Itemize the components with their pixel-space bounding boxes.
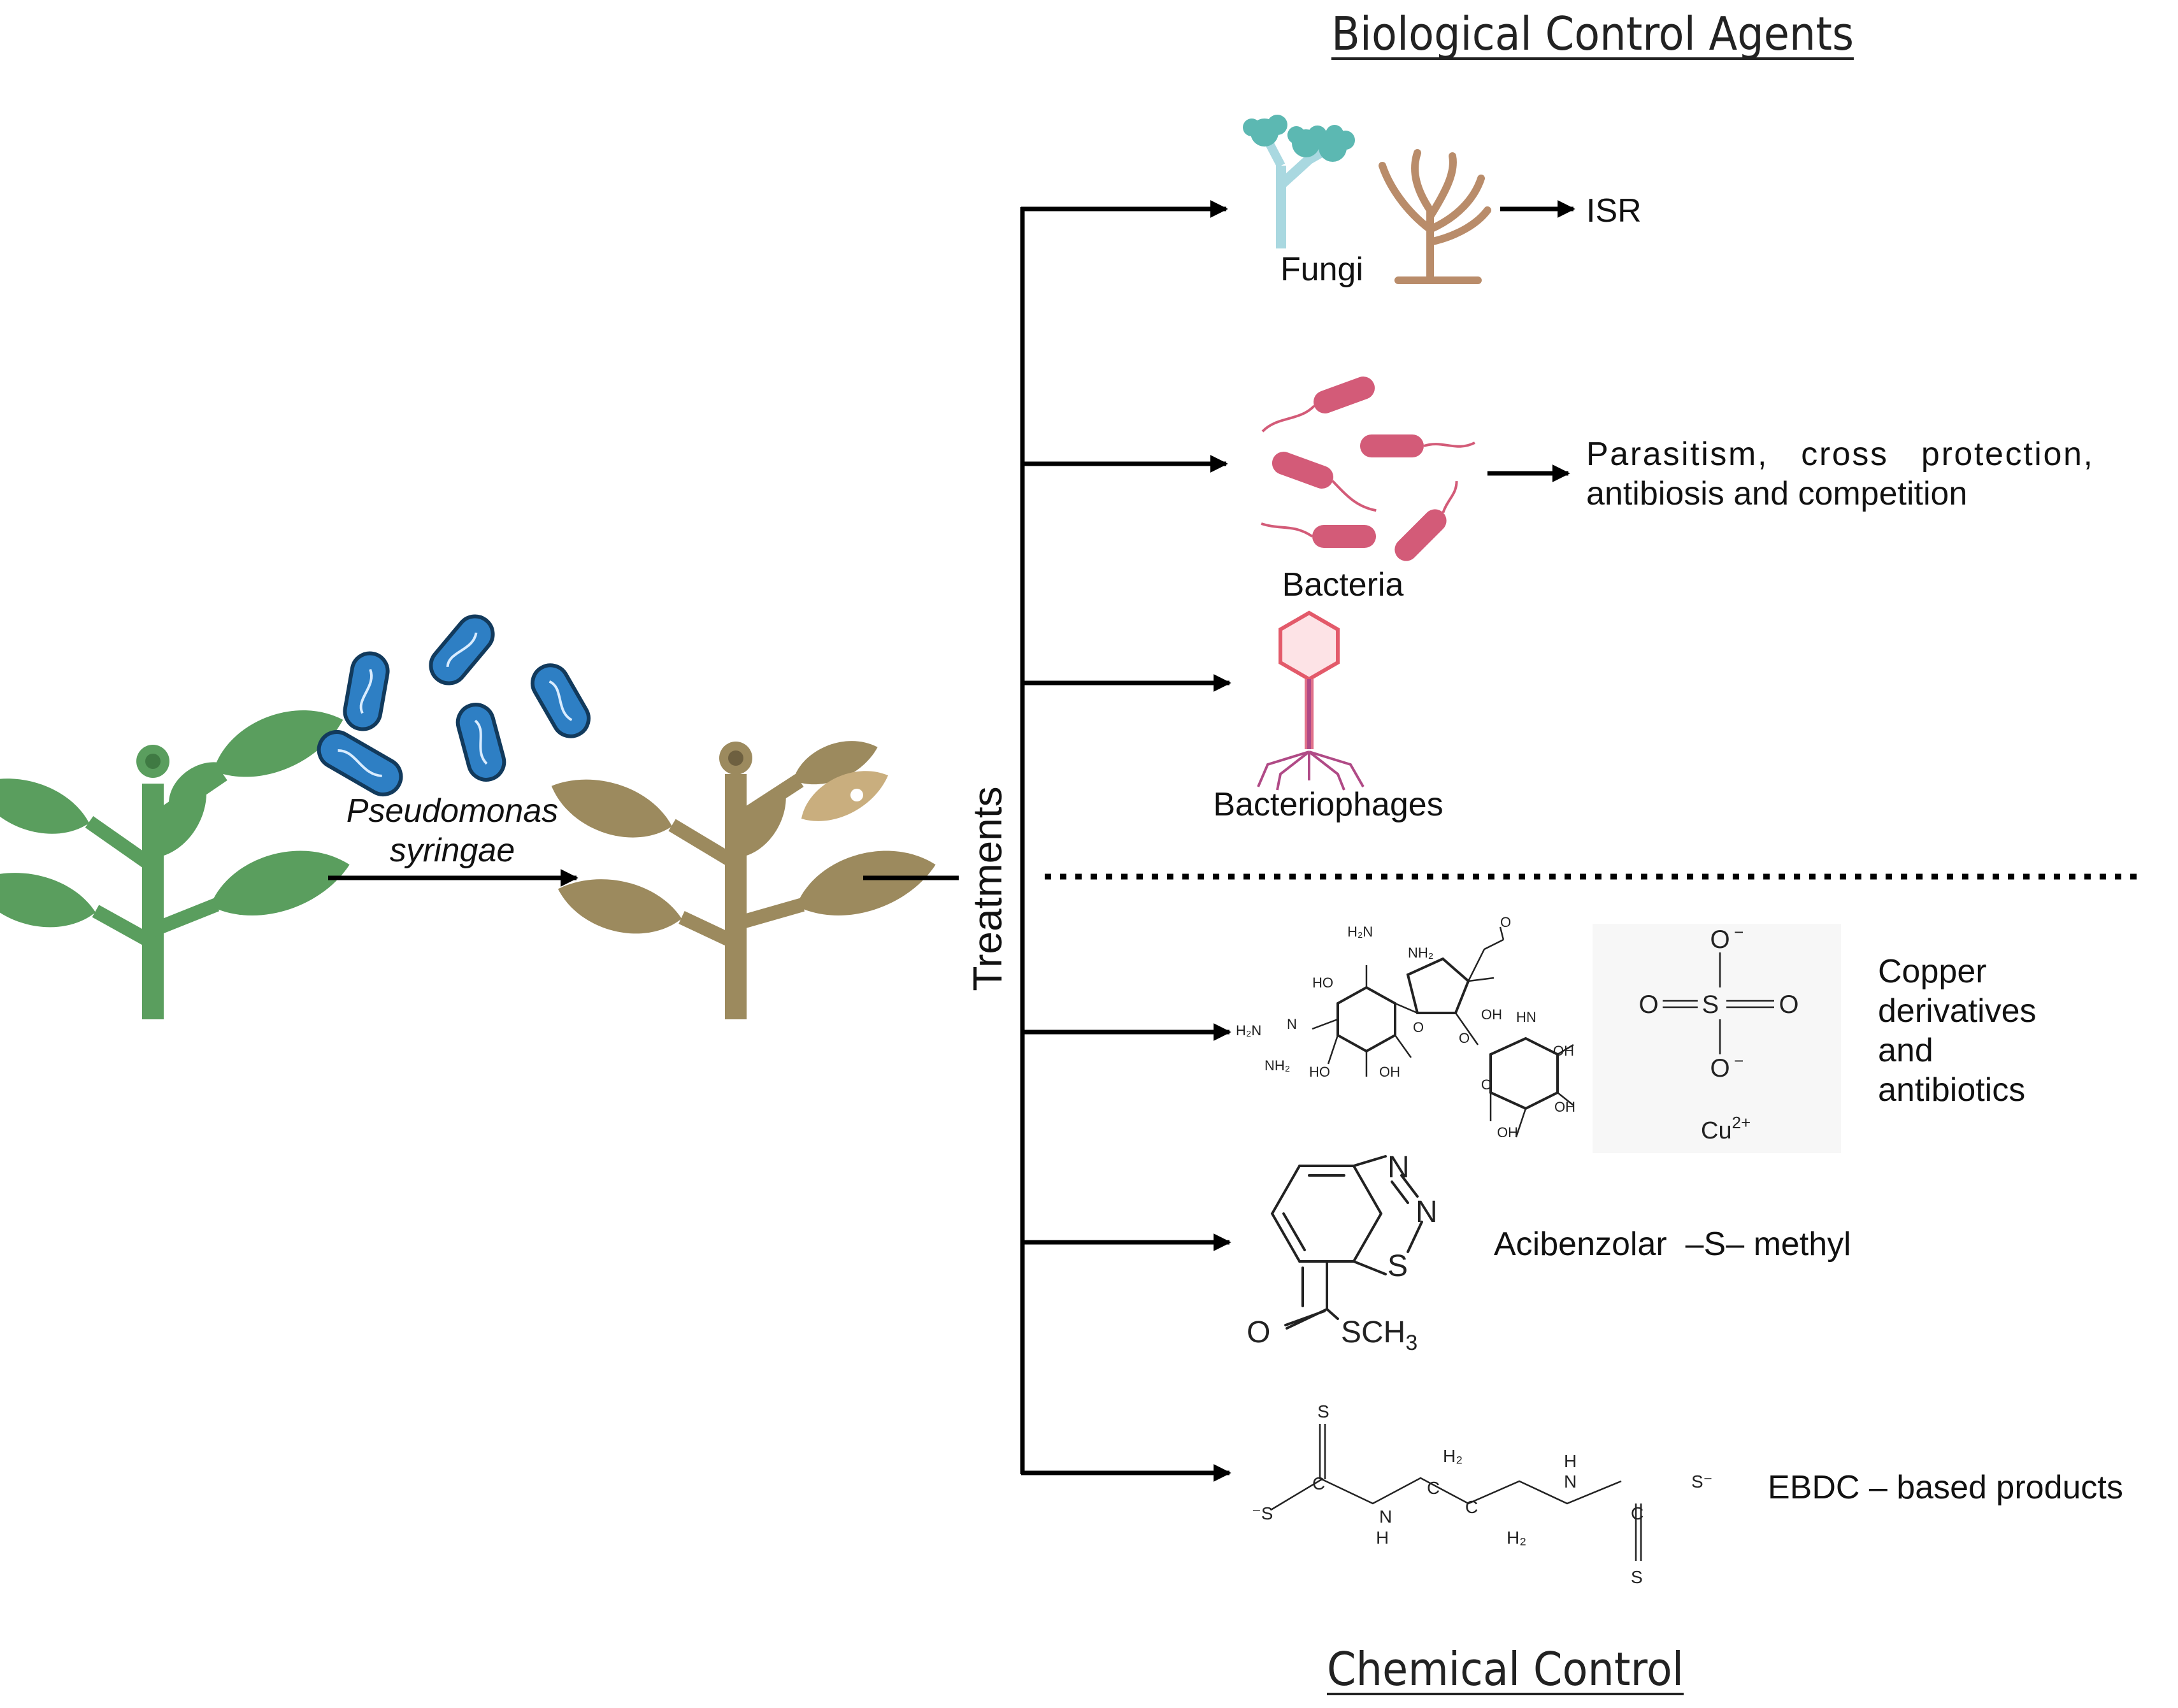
svg-text:NH₂: NH₂	[1408, 945, 1433, 961]
bacteria-effect-line1: Parasitism, cross protection,	[1586, 436, 2093, 473]
svg-text:O: O	[1459, 1030, 1470, 1046]
pseudomonas-label-line2: syringae	[390, 832, 515, 869]
fungi-icon	[1243, 115, 1491, 284]
healthy-plant-icon	[0, 693, 357, 1019]
bacteriophages-label: Bacteriophages	[1213, 786, 1443, 823]
svg-text:S: S	[1631, 1567, 1643, 1587]
svg-text:O: O	[1710, 926, 1730, 954]
svg-text:⁻S: ⁻S	[1252, 1503, 1273, 1523]
svg-text:S⁻: S⁻	[1691, 1472, 1712, 1491]
svg-text:O: O	[1413, 1019, 1424, 1035]
svg-text:O: O	[1247, 1316, 1270, 1349]
svg-text:H₂N: H₂N	[1347, 924, 1373, 940]
svg-text:N: N	[1287, 1016, 1297, 1032]
svg-text:N: N	[1415, 1195, 1438, 1229]
pseudomonas-label-line1: Pseudomonas	[347, 793, 558, 829]
fungi-label: Fungi	[1280, 251, 1363, 288]
bacteriophage-icon	[1257, 610, 1365, 791]
svg-text:OH: OH	[1554, 1099, 1575, 1115]
svg-text:N: N	[1387, 1151, 1410, 1184]
svg-text:O: O	[1500, 914, 1511, 930]
svg-text:H₂N: H₂N	[1236, 1023, 1261, 1038]
fungi-effect-label: ISR	[1586, 192, 1642, 229]
acibenzolar-label: Acibenzolar –S– methyl	[1494, 1226, 1851, 1263]
svg-text:O: O	[1638, 991, 1658, 1019]
diseased-plant-icon	[542, 729, 943, 1019]
copper-ion-label: Cu2+	[1701, 1113, 1751, 1144]
ebdc-label: EBDC – based products	[1768, 1469, 2123, 1506]
svg-text:N: N	[1564, 1472, 1577, 1491]
svg-text:C: C	[1312, 1474, 1325, 1493]
svg-text:C: C	[1465, 1497, 1478, 1517]
svg-text:O: O	[1779, 991, 1798, 1019]
svg-text:HO: HO	[1312, 975, 1333, 991]
copper-label-line1: Copper	[1878, 953, 1987, 990]
bacteria-label: Bacteria	[1282, 566, 1404, 603]
svg-text:O: O	[1710, 1054, 1730, 1082]
copper-label-line2: derivatives	[1878, 993, 2037, 1030]
svg-text:H₂: H₂	[1507, 1528, 1526, 1547]
copper-label-line3: and	[1878, 1032, 1933, 1069]
streptomycin-structure-icon: H₂N N NH₂ H₂N NH₂ HO HO OH O OH HN OH OH…	[1236, 914, 1575, 1140]
pseudomonas-bacteria-icon	[317, 614, 591, 796]
ebdc-structure-icon: S ⁻S C H N H₂ C C H₂ H N C S⁻ S	[1252, 1402, 1712, 1587]
svg-text:O: O	[1481, 1077, 1492, 1093]
svg-text:H: H	[1376, 1528, 1389, 1547]
bacteria-effect-line2: antibiosis and competition	[1586, 475, 1967, 512]
svg-text:S: S	[1317, 1402, 1329, 1421]
sch3-label: SCH3	[1341, 1316, 1417, 1355]
svg-text:OH: OH	[1379, 1064, 1400, 1080]
bacteria-icon	[1261, 377, 1475, 561]
svg-text:OH: OH	[1553, 1043, 1574, 1059]
svg-text:−: −	[1734, 1051, 1744, 1070]
copper-label-line4: antibiotics	[1878, 1072, 2025, 1109]
heading-biological-control: Biological Control Agents	[1331, 7, 1854, 61]
treatments-label: Treatments	[964, 786, 1010, 991]
svg-text:C: C	[1631, 1503, 1644, 1523]
svg-text:H: H	[1564, 1451, 1577, 1471]
acibenzolar-structure-icon: N N S O	[1247, 1151, 1438, 1349]
svg-text:HO: HO	[1309, 1064, 1330, 1080]
svg-text:HN: HN	[1516, 1009, 1537, 1025]
svg-text:OH: OH	[1481, 1007, 1502, 1023]
svg-text:S: S	[1387, 1249, 1408, 1283]
heading-chemical-control: Chemical Control	[1327, 1642, 1684, 1696]
svg-text:OH: OH	[1497, 1124, 1518, 1140]
svg-text:NH₂: NH₂	[1265, 1058, 1290, 1073]
svg-text:−: −	[1734, 922, 1744, 942]
svg-text:H₂: H₂	[1443, 1446, 1463, 1466]
svg-text:C: C	[1427, 1478, 1440, 1498]
svg-text:S: S	[1702, 991, 1719, 1019]
svg-text:N: N	[1379, 1507, 1392, 1526]
copper-sulfate-structure-icon: S O O O O − −	[1593, 922, 1841, 1153]
